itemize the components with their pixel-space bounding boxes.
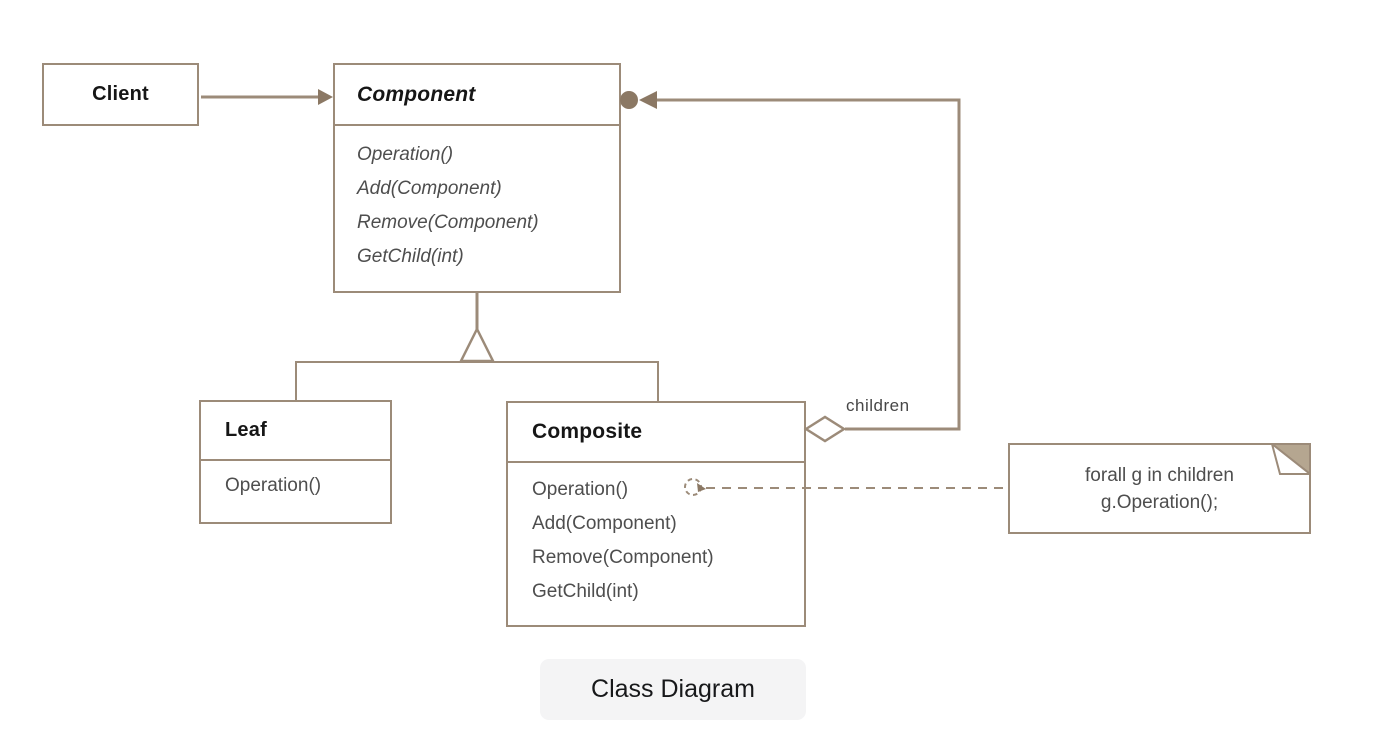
class-box-component: Component Operation() Add(Component) Rem… (333, 63, 621, 293)
class-title-component: Component (335, 65, 619, 126)
aggregation-diamond-icon (803, 415, 847, 443)
aggregation-line (657, 98, 961, 431)
class-box-leaf: Leaf Operation() (199, 400, 392, 524)
class-method: Remove(Component) (357, 212, 539, 233)
class-methods-leaf: Operation() (201, 461, 390, 503)
class-methods-composite: Operation() Add(Component) Remove(Compon… (508, 463, 804, 609)
class-method: GetChild(int) (357, 246, 464, 267)
class-method: Operation() (532, 479, 629, 500)
class-title-client: Client (92, 83, 149, 105)
class-method: Operation() (225, 475, 322, 496)
uml-note: forall g in children g.Operation(); (1008, 443, 1311, 534)
class-methods-component: Operation() Add(Component) Remove(Compon… (335, 126, 619, 274)
inheritance-link (295, 293, 659, 401)
aggregation-children-link (620, 91, 961, 443)
inheritance-triangle-icon (458, 326, 496, 363)
filled-circle-terminal-icon (620, 91, 638, 109)
class-title-leaf: Leaf (201, 402, 390, 461)
children-role-label: children (846, 396, 910, 415)
class-method: GetChild(int) (532, 581, 639, 602)
class-box-composite: Composite Operation() Add(Component) Rem… (506, 401, 806, 627)
inheritance-branch (295, 361, 659, 401)
class-method: Add(Component) (357, 178, 502, 199)
class-method: Operation() (357, 144, 454, 165)
arrow-head-icon (318, 89, 333, 105)
arrow-head-icon (639, 91, 657, 109)
note-text-line: g.Operation(); (1100, 491, 1219, 513)
class-box-client: Client (42, 63, 199, 126)
class-method: Remove(Component) (532, 547, 714, 568)
note-fold-icon (1271, 443, 1311, 475)
association-client-component (201, 89, 333, 105)
diagram-caption-badge: Class Diagram (540, 659, 806, 720)
class-title-composite: Composite (508, 403, 804, 463)
class-method: Add(Component) (532, 513, 677, 534)
note-text-line: forall g in children (1085, 464, 1234, 486)
